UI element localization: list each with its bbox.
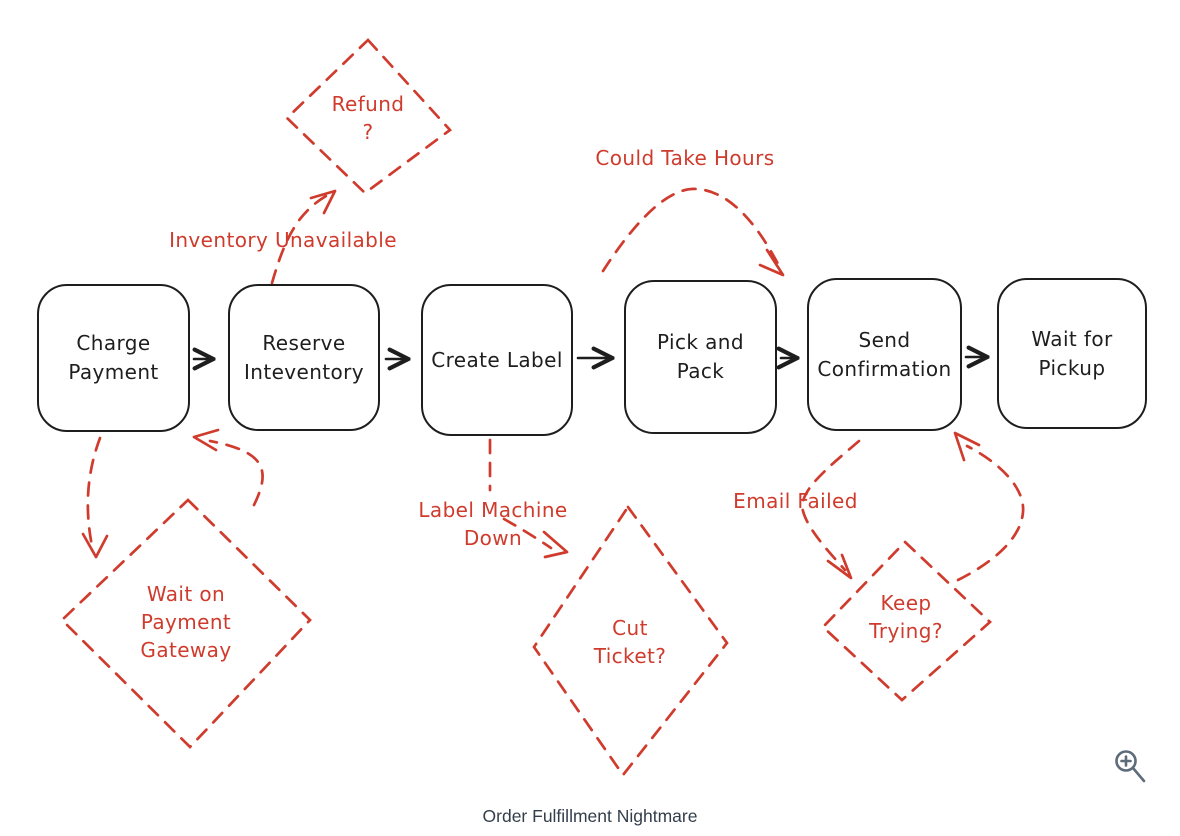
node-label: Pick and Pack — [657, 330, 744, 383]
node-label: Create Label — [431, 347, 563, 372]
node-charge-payment: Charge Payment — [37, 284, 190, 432]
gateway-retry-arrow — [192, 428, 264, 507]
inventory-unavailable-label: Inventory Unavailable — [169, 228, 397, 252]
node-send-confirmation: Send Confirmation — [807, 278, 962, 431]
refund-diamond-label: Refund ? — [331, 92, 405, 144]
charge-to-gateway-arrow — [81, 436, 109, 559]
email-failed-label: Email Failed — [733, 489, 858, 513]
label-machine-down-arrow — [488, 438, 569, 559]
node-reserve-inventory: Reserve Inteventory — [228, 284, 380, 431]
cut-ticket-diamond — [532, 504, 729, 778]
flow-arrows — [194, 357, 985, 359]
node-label: Wait for Pickup — [1031, 326, 1113, 380]
wait-on-payment-gateway-diamond — [60, 498, 312, 749]
email-failed-arrow — [801, 439, 861, 580]
cut-ticket-label: Cut Ticket? — [593, 616, 667, 668]
could-take-hours-label: Could Take Hours — [595, 146, 775, 170]
inventory-unavailable-arrow — [270, 189, 337, 285]
node-label: Send Confirmation — [817, 327, 952, 381]
node-create-label: Create Label — [421, 284, 573, 436]
node-label: Reserve Inteventory — [243, 330, 365, 384]
keep-trying-retry-arrow — [953, 431, 1025, 582]
label-machine-down-label: Label Machine Down — [418, 498, 568, 550]
keep-trying-label: Keep Trying? — [869, 591, 943, 643]
node-label: Charge Payment — [68, 331, 159, 384]
diagram-caption: Order Fulfillment Nightmare — [482, 806, 698, 826]
node-wait-for-pickup: Wait for Pickup — [997, 278, 1147, 429]
node-pick-and-pack: Pick and Pack — [624, 280, 777, 434]
zoom-in-icon[interactable] — [1115, 750, 1146, 783]
wait-on-payment-gateway-label: Wait on Payment Gateway — [140, 582, 232, 662]
refund-diamond — [285, 38, 453, 195]
could-take-hours-arrow — [601, 187, 785, 277]
keep-trying-diamond — [821, 540, 993, 702]
